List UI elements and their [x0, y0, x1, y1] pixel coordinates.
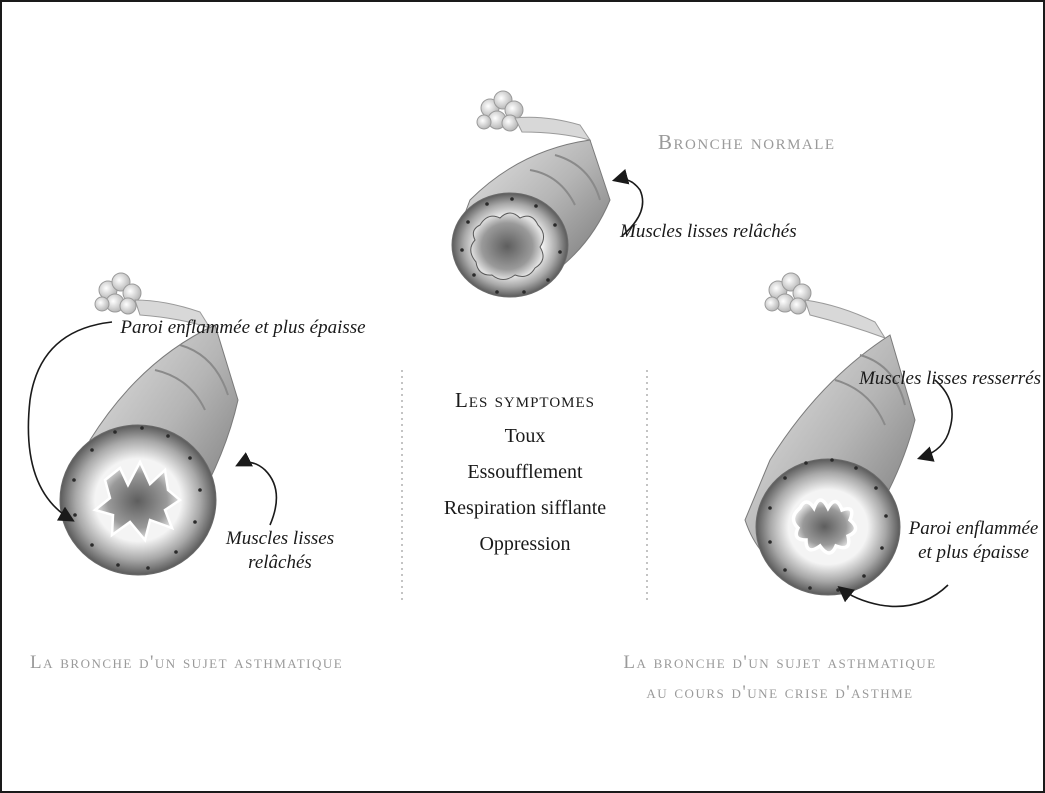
symptom-item: Essoufflement [410, 454, 640, 490]
crisis-muscle-label: Muscles lisses resserrés [826, 367, 1041, 391]
crisis-wall-label: Paroi enflammée et plus épaisse [906, 517, 1041, 565]
arrow-crisis-muscle [920, 380, 952, 458]
normal-bronchus [452, 91, 643, 297]
asthmatic-muscle-label: Muscles lisses relâchés [210, 527, 350, 575]
symptom-item: Oppression [410, 526, 640, 562]
crisis-caption-line1: La bronche d'un sujet asthmatique [520, 652, 1040, 674]
symptom-item: Respiration sifflante [410, 490, 640, 526]
alveoli-cluster [95, 273, 141, 314]
arrow-asthmatic-muscle [238, 462, 276, 525]
symptom-item: Toux [410, 418, 640, 454]
alveoli-cluster [765, 273, 811, 314]
asthmatic-caption: La bronche d'un sujet asthmatique [30, 652, 343, 674]
alveoli-cluster [477, 91, 523, 131]
crisis-caption-line2: au cours d'une crise d'asthme [520, 682, 1040, 704]
symptoms-panel: Les symptomes Toux Essoufflement Respira… [410, 382, 640, 562]
symptoms-title: Les symptomes [410, 382, 640, 418]
normal-bronchus-title: Bronche normale [658, 130, 836, 155]
asthmatic-wall-label: Paroi enflammée et plus épaisse [118, 316, 368, 340]
normal-muscle-label: Muscles lisses relâchés [620, 220, 797, 244]
